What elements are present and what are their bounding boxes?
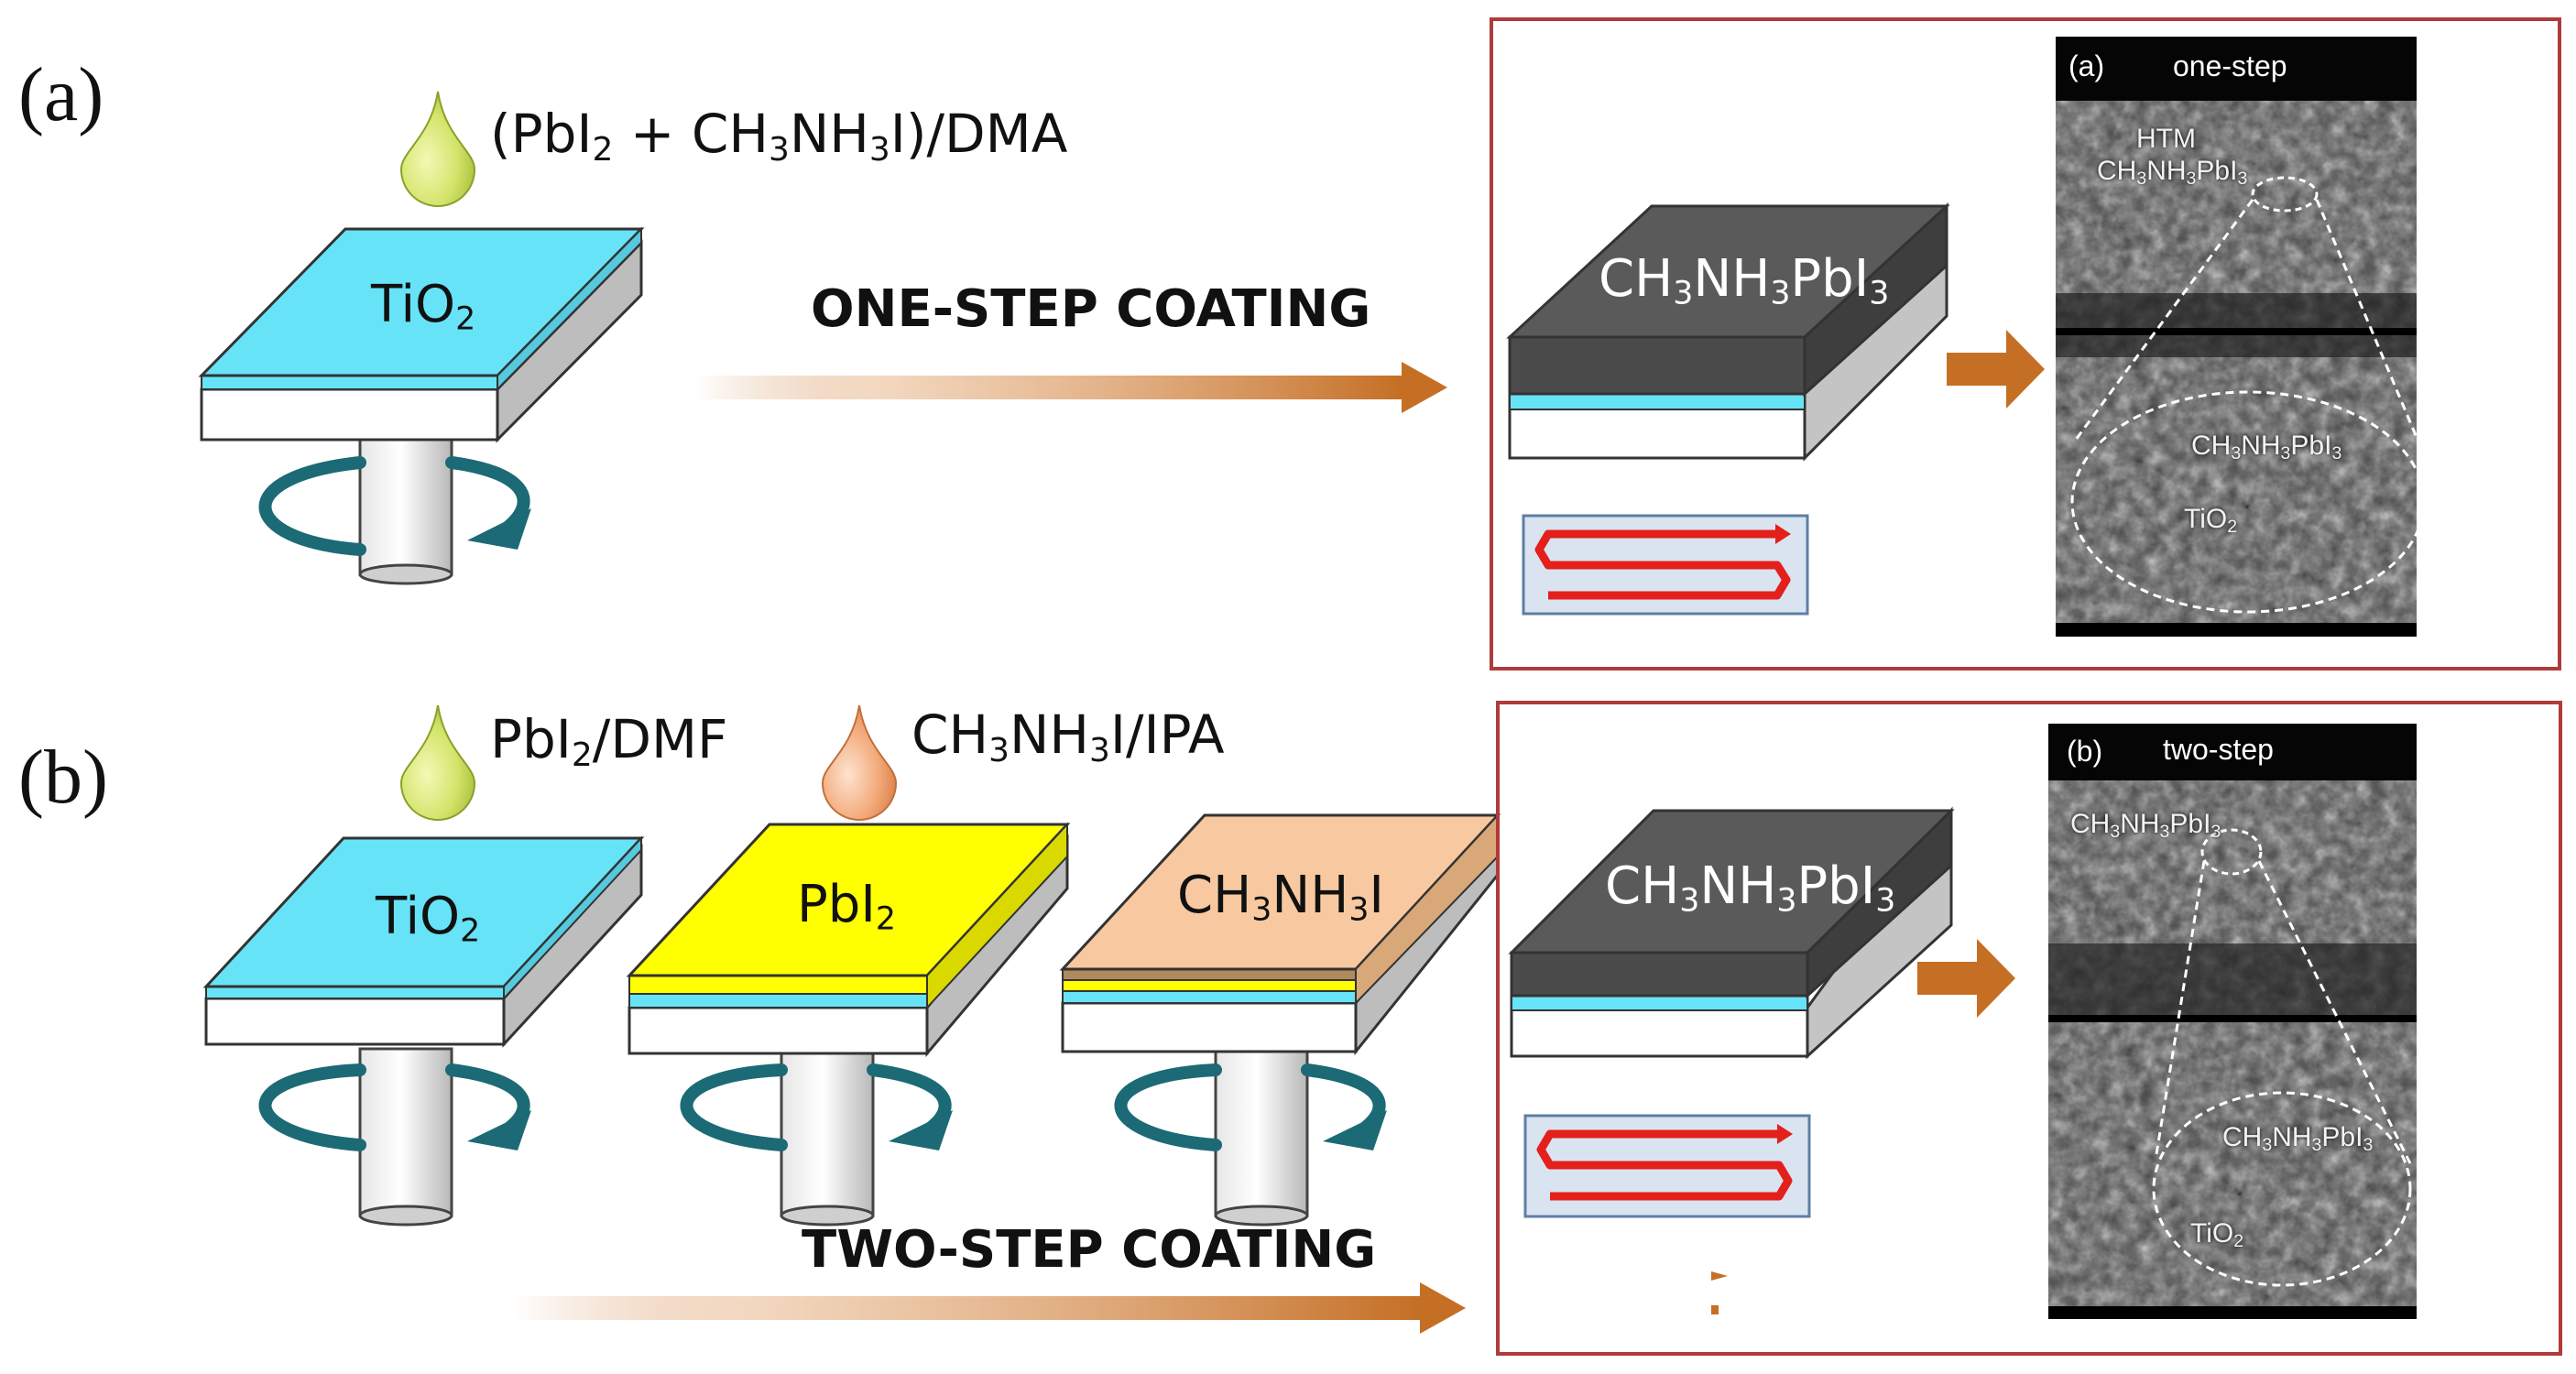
process-arrow-icon: [1402, 362, 1447, 413]
spin-coater-b3: [1059, 812, 1501, 1227]
spin-arrow-icon: [1114, 1063, 1222, 1151]
artifact-mark: [1711, 1305, 1719, 1314]
spin-coater-b1: [202, 835, 645, 1227]
heater-icon: [1523, 1114, 1811, 1218]
sem-zoom-tio2-a: TiO2: [2184, 504, 2238, 537]
droplet-icon: [821, 704, 898, 821]
substrate-label-pbi2: PbI2: [797, 875, 896, 938]
sem-label-perovskite-b: CH3NH3PbI3: [2070, 809, 2221, 842]
zoom-circle-small: [2251, 176, 2319, 213]
spinner-shaft-base: [358, 563, 453, 585]
process-arrow-icon: [1420, 1282, 1466, 1334]
panel-label-b: (b): [18, 735, 108, 820]
heater-icon: [1522, 514, 1809, 616]
film-perovskite-side: [1803, 202, 1948, 398]
sem-label-htm: HTM: [2136, 124, 2196, 154]
sem-image-two-step: (b) two-step CH3NH3PbI3 CH3NH3PbI3 TiO2: [2048, 724, 2417, 1319]
sem-title-two-step: two-step: [2163, 733, 2274, 766]
substrate-label-mai: CH3NH3I: [1177, 866, 1384, 929]
process-arrow-b-shaft: [513, 1296, 1420, 1320]
film-label-a: CH3NH3PbI3: [1599, 249, 1890, 312]
sem-label-perovskite-a: CH3NH3PbI3: [2097, 156, 2248, 189]
result-frame-b: [1496, 701, 2562, 1356]
step-label-one-step: ONE-STEP COATING: [811, 279, 1371, 339]
spin-arrow-icon: [445, 456, 530, 533]
sem-zoom-perovskite-a: CH3NH3PbI3: [2191, 431, 2342, 463]
zoom-circle-large: [2152, 1091, 2412, 1287]
spin-arrow-icon: [258, 1063, 366, 1151]
sem-zoom-perovskite-b: CH3NH3PbI3: [2222, 1122, 2374, 1155]
substrate-glass-front: [200, 387, 499, 442]
droplet-icon: [399, 91, 476, 207]
process-arrow-a-shaft: [696, 376, 1402, 399]
panel-label-a: (a): [18, 52, 104, 137]
solution-label-mai-ipa: CH3NH3I/IPA: [911, 703, 1225, 769]
solution-label-a: (PbI2 + CH3NH3I)/DMA: [490, 103, 1068, 169]
step-label-two-step: TWO-STEP COATING: [802, 1220, 1377, 1280]
perovskite-film-a: [1506, 202, 1950, 462]
droplet-icon: [399, 704, 476, 821]
sem-texture: [2056, 37, 2417, 637]
tio2-layer-side: [497, 226, 642, 392]
film-tio2-stripe: [1509, 393, 1806, 410]
spin-arrow-head: [467, 508, 531, 550]
artifact-mark: [1711, 1271, 1728, 1281]
zoom-circle-small: [2200, 828, 2263, 876]
tio2-layer-front: [201, 375, 498, 390]
solution-label-pbi2-dmf: PbI2/DMF: [490, 708, 728, 774]
substrate-label-tio2-b: TiO2: [376, 887, 481, 950]
process-arrow-icon: [1917, 939, 2015, 1018]
sem-tag-b: (b): [2067, 735, 2103, 768]
spin-coater-a: [198, 226, 645, 585]
sem-image-one-step: (a) one-step HTM CH3NH3PbI3 CH3NH3PbI3 T…: [2056, 37, 2417, 637]
sem-texture: [2048, 724, 2417, 1319]
spin-arrow-icon: [258, 456, 366, 556]
sem-title-one-step: one-step: [2173, 49, 2287, 82]
sem-zoom-tio2-b: TiO2: [2190, 1218, 2244, 1251]
process-arrow-icon: [1947, 330, 2045, 409]
zoom-circle-large: [2070, 390, 2417, 614]
result-frame-a: [1490, 17, 2561, 671]
substrate-label-tio2-a: TiO2: [371, 275, 476, 338]
perovskite-film-b: [1508, 806, 1955, 1060]
sem-tag-a: (a): [2068, 49, 2105, 82]
film-label-b: CH3NH3PbI3: [1605, 856, 1896, 920]
spin-arrow-icon: [680, 1063, 788, 1151]
spin-coater-b2: [626, 822, 1071, 1227]
film-perovskite-front: [1508, 335, 1806, 396]
